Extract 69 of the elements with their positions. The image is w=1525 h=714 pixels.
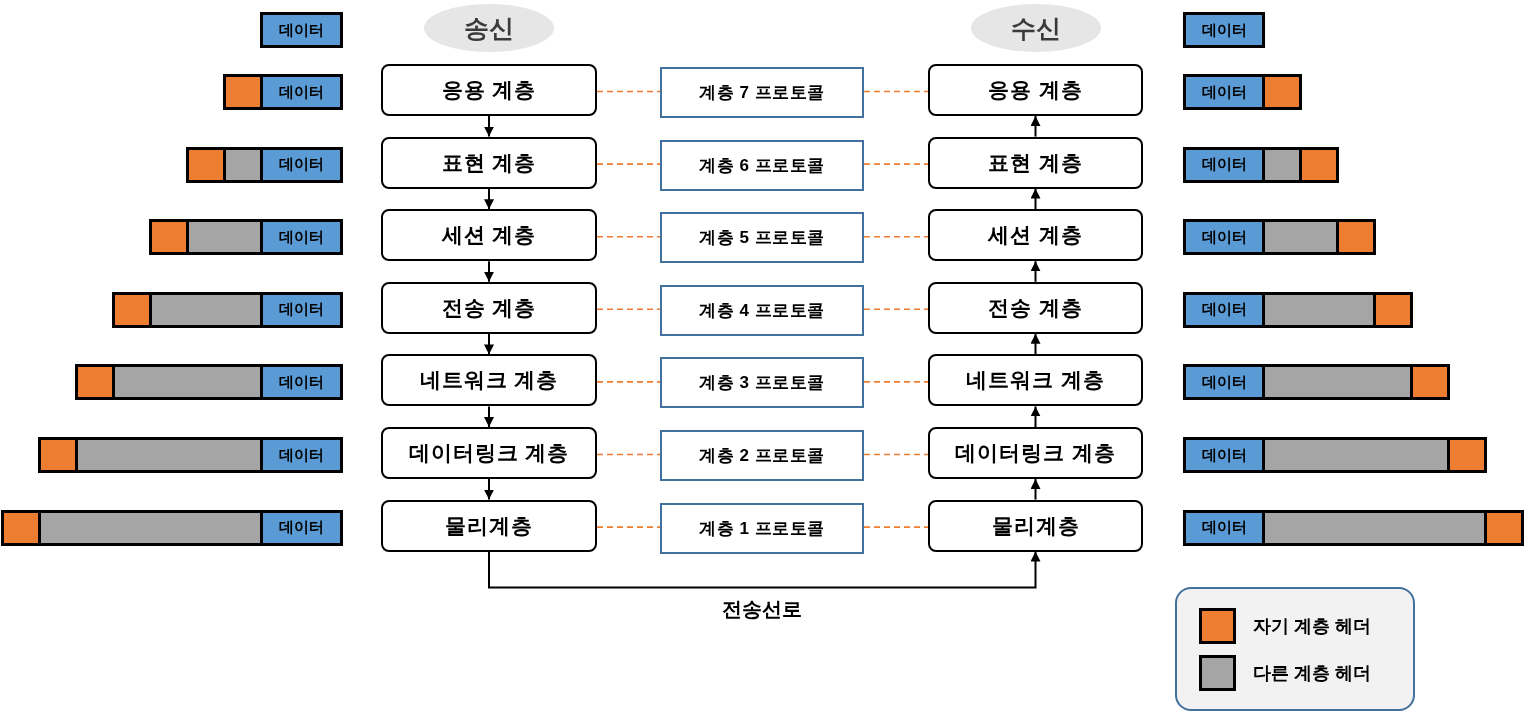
arrow (484, 332, 494, 356)
layer-box: 데이터링크 계층 (381, 427, 597, 479)
layer-box: 전송 계층 (381, 281, 597, 334)
layer-box: 데이터링크 계층 (928, 427, 1143, 479)
dashed-line (863, 163, 929, 165)
data-block: 데이터 (260, 364, 343, 401)
ellipse-heading: 송신 (424, 4, 554, 52)
dashed-line (596, 526, 661, 528)
data-block: 데이터 (260, 437, 343, 473)
layer-box: 물리계층 (928, 499, 1143, 552)
ellipse-heading: 수신 (971, 4, 1101, 52)
protocol-box: 계층 1 프로토콜 (660, 502, 864, 554)
data-block: 데이터 (260, 74, 343, 110)
arrow (484, 260, 494, 283)
dashed-line (596, 90, 661, 93)
data-block: 데이터 (1183, 219, 1265, 256)
data-block: 데이터 (1183, 291, 1265, 328)
data-block: 데이터 (1183, 364, 1265, 401)
arrow (484, 405, 494, 428)
dashed-line (863, 381, 929, 383)
data-block: 데이터 (260, 12, 343, 48)
data-block: 데이터 (260, 146, 343, 183)
dashed-line (596, 235, 661, 238)
edge-label: 전송선로 (722, 596, 803, 622)
protocol-box: 계층 6 프로토콜 (660, 139, 864, 191)
data-block: 데이터 (1183, 12, 1265, 48)
protocol-box: 계층 5 프로토콜 (660, 212, 864, 264)
dashed-line (596, 453, 661, 456)
arrow (1030, 405, 1041, 428)
layer-box: 표현 계층 (381, 136, 597, 189)
data-block: 데이터 (260, 291, 343, 328)
protocol-box: 계층 3 프로토콜 (660, 357, 864, 409)
layer-box: 네트워크 계층 (381, 354, 597, 407)
arrow (1030, 260, 1041, 283)
arrow (484, 478, 494, 501)
arrow (488, 550, 1041, 589)
layer-box: 표현 계층 (928, 136, 1143, 189)
arrow (1030, 478, 1041, 501)
layer-box: 응용 계층 (928, 64, 1143, 116)
dashed-line (863, 453, 929, 456)
data-block: 데이터 (1183, 146, 1265, 183)
layer-box: 응용 계층 (381, 64, 597, 116)
layer-box: 세션 계층 (381, 209, 597, 262)
arrow (1030, 115, 1041, 138)
data-block: 데이터 (260, 219, 343, 256)
layer-box: 네트워크 계층 (928, 354, 1143, 407)
arrow (1030, 332, 1041, 356)
dashed-line (596, 381, 661, 383)
dashed-line (863, 308, 929, 311)
data-block: 데이터 (1183, 509, 1265, 546)
protocol-box: 계층 7 프로토콜 (660, 67, 864, 118)
data-block: 데이터 (1183, 74, 1265, 110)
arrow (484, 115, 494, 138)
arrow (1030, 187, 1041, 211)
layer-box: 세션 계층 (928, 209, 1143, 262)
arrow (484, 187, 494, 211)
dashed-line (863, 90, 929, 93)
data-block: 데이터 (260, 509, 343, 546)
dashed-line (863, 526, 929, 528)
protocol-box: 계층 2 프로토콜 (660, 430, 864, 481)
layer-box: 물리계층 (381, 499, 597, 552)
dashed-line (596, 308, 661, 311)
layer-box: 전송 계층 (928, 281, 1143, 334)
dashed-line (596, 163, 661, 165)
dashed-line (863, 235, 929, 238)
data-block: 데이터 (1183, 437, 1265, 473)
protocol-box: 계층 4 프로토콜 (660, 284, 864, 336)
legend-text: 자기 계층 헤더 (1253, 615, 1371, 637)
legend-text: 다른 계층 헤더 (1253, 662, 1371, 684)
